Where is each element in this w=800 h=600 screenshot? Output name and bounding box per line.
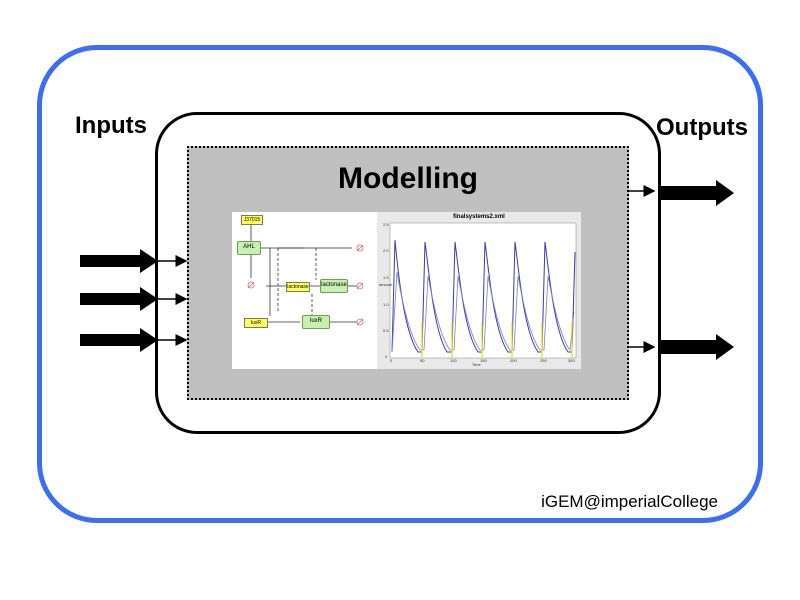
plot-ylabel: amount — [379, 282, 393, 287]
plot-xtick: 250 — [540, 358, 547, 363]
plot-ytick: 1.0 — [383, 302, 389, 307]
output-arrow-1 — [628, 180, 734, 206]
node-luxr-input: luxR — [244, 318, 268, 328]
plot-xtick: 100 — [450, 358, 457, 363]
plot-ytick: 0.5 — [383, 328, 389, 333]
plot-xtick: 150 — [480, 358, 487, 363]
network-diagram — [247, 224, 364, 326]
plot-title: finalsystems2.xml — [453, 214, 505, 220]
outer-frame — [37, 45, 763, 523]
plot-xtick: 0 — [390, 358, 393, 363]
outputs-label: Outputs — [656, 114, 748, 141]
plot-ytick: 1.5 — [383, 275, 389, 280]
node-lactonase: lactonase — [320, 279, 348, 293]
node-j37015: J37015 — [241, 215, 263, 225]
plot-xtick: 300 — [568, 358, 575, 363]
plot-xtick: 200 — [510, 358, 517, 363]
modelling-screenshot: J37015 AHL lactonase lactonase luxR luxR… — [232, 212, 581, 369]
plot-xlabel: Time — [472, 362, 481, 367]
plot-area — [389, 222, 577, 359]
input-arrow-3 — [80, 328, 188, 352]
input-arrow-2 — [80, 287, 188, 311]
input-arrow-1 — [80, 249, 188, 273]
node-luxr: luxR — [302, 315, 330, 329]
node-lactonase-input: lactonase — [286, 282, 310, 292]
plot-ytick: 2.0 — [383, 248, 389, 253]
node-ahl: AHL — [237, 241, 261, 255]
plot-xtick: 50 — [420, 358, 425, 363]
modelling-title: Modelling — [338, 162, 478, 195]
footer-credit: iGEM@imperialCollege — [541, 492, 718, 511]
output-arrow-2 — [628, 334, 734, 360]
plot-ytick: 2.5 — [383, 222, 389, 227]
plot-ytick: 0 — [385, 354, 388, 359]
inputs-label: Inputs — [75, 112, 147, 139]
